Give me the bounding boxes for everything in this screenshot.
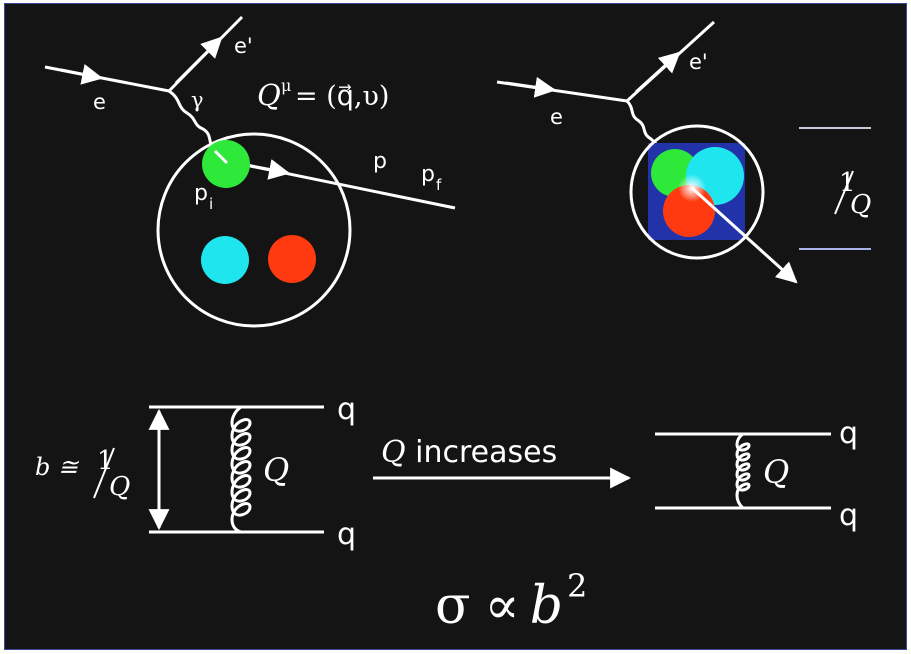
resolution-denominator: Q: [850, 190, 871, 220]
label-final-parton: p: [421, 162, 435, 187]
label-electron-in: e: [93, 90, 106, 114]
formula-sigma: σ: [435, 576, 471, 636]
photon-end: [213, 149, 229, 165]
nucleon-circle: [156, 132, 352, 328]
label-initial-parton-sub: i: [209, 195, 213, 213]
impact-slash: [93, 447, 115, 499]
gluon-momentum-label: Q: [263, 451, 289, 489]
knocked-out-quark-arrow: [690, 186, 798, 284]
outgoing-electron-arrow-r: [634, 51, 681, 94]
formula-proportional: ∝: [485, 576, 520, 636]
physics-diagram-canvas: e e' γ Q μ = (q⃗,υ) p i p p f e e' 1 Q q…: [35, 15, 871, 636]
red-quark: [268, 235, 316, 283]
increase-label-text: increases: [406, 435, 558, 470]
slide-frame: e e' γ Q μ = (q⃗,υ) p i p p f e e' 1 Q q…: [4, 3, 907, 650]
label-electron-in-r: e: [550, 105, 563, 129]
right-scattering-diagram: [496, 20, 716, 153]
increase-label: Q increases: [381, 435, 557, 470]
quark-label-bottom: q: [337, 517, 356, 552]
gluon-curly-line: [230, 405, 252, 534]
label-four-momentum: Q: [257, 78, 281, 112]
increase-label-symbol: Q: [381, 435, 406, 470]
label-initial-parton: p: [194, 181, 208, 206]
quark-label-top-r: q: [839, 416, 858, 451]
label-final-parton-sub: f: [436, 176, 442, 194]
incoming-electron-arrow: [60, 63, 104, 85]
label-four-momentum-sup: μ: [281, 76, 291, 95]
outgoing-electron-arrow: [174, 36, 223, 85]
nucleon-circle-r: [629, 124, 765, 260]
impact-denominator: Q: [109, 472, 130, 502]
gluon-curly-line-r: [735, 432, 751, 510]
quark-label-bottom-r: q: [839, 498, 858, 533]
impact-parameter-label: b ≅: [35, 453, 80, 481]
impact-numerator: 1: [97, 446, 114, 476]
left-gluon-exchange: [148, 405, 324, 534]
photon-wavy-line-r: [625, 99, 665, 153]
label-electron-out: e': [234, 34, 253, 58]
cyan-quark: [201, 236, 249, 284]
label-four-momentum-rhs: = (q⃗,υ): [295, 81, 389, 112]
label-parton-mid: p: [373, 149, 387, 174]
resolution-slash: [834, 170, 854, 215]
incoming-electron-arrow-r: [505, 76, 557, 98]
gluon-momentum-label-r: Q: [763, 453, 789, 491]
right-gluon-exchange: [655, 432, 831, 510]
photon-wavy-line: [168, 89, 225, 161]
quark-label-top: q: [337, 392, 356, 427]
formula-variable: b: [530, 576, 563, 636]
label-photon: γ: [191, 88, 204, 112]
formula-exponent: 2: [567, 567, 587, 605]
left-scattering-diagram: [44, 15, 456, 328]
label-electron-out-r: e': [689, 50, 708, 74]
